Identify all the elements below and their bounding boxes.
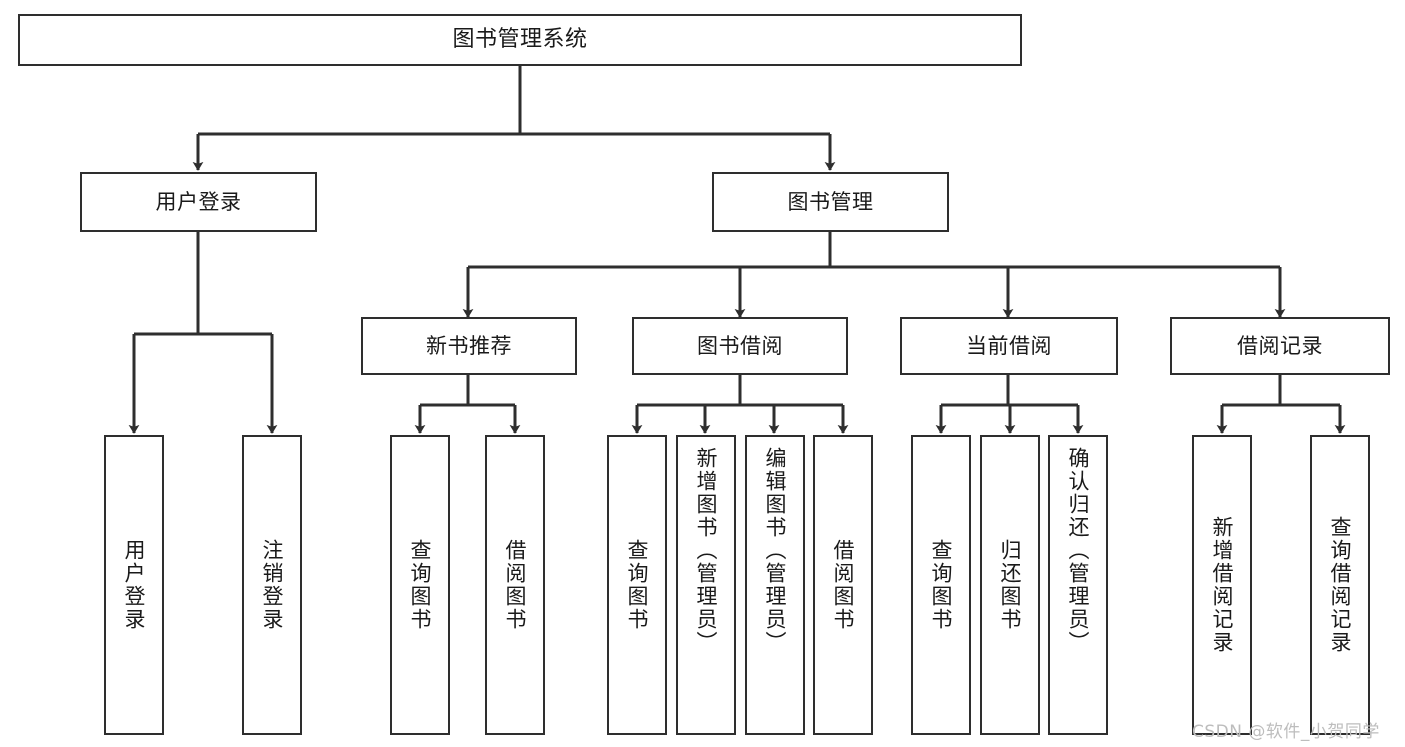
node-current-borrow[interactable]: 当前借阅 [900, 317, 1118, 375]
leaf-current-borrow-return-book[interactable]: 归还图书 [980, 435, 1040, 735]
node-label: 图书管理系统 [452, 27, 588, 53]
leaf-user-login-login[interactable]: 用户登录 [104, 435, 164, 735]
node-label: 确认归还（管理员） [1066, 447, 1091, 654]
leaf-user-login-logout[interactable]: 注销登录 [242, 435, 302, 735]
node-label: 用户登录 [155, 189, 242, 214]
leaf-book-borrow-borrow-book[interactable]: 借阅图书 [813, 435, 873, 735]
node-label: 编辑图书（管理员） [763, 447, 788, 654]
node-label: 查询图书 [408, 539, 433, 631]
csdn-watermark: CSDN @软件_小贺同学 [1192, 722, 1380, 742]
node-label: 用户登录 [122, 539, 147, 631]
leaf-borrow-record-add-record[interactable]: 新增借阅记录 [1192, 435, 1252, 735]
leaf-book-borrow-query-book[interactable]: 查询图书 [607, 435, 667, 735]
node-label: 查询借阅记录 [1328, 516, 1353, 654]
leaf-borrow-record-query-record[interactable]: 查询借阅记录 [1310, 435, 1370, 735]
node-user-login[interactable]: 用户登录 [80, 172, 317, 232]
node-label: 图书借阅 [697, 333, 783, 358]
node-label: 借阅图书 [503, 539, 528, 631]
node-label: 当前借阅 [966, 333, 1052, 358]
node-borrow-record[interactable]: 借阅记录 [1170, 317, 1390, 375]
node-label: 新增借阅记录 [1210, 516, 1235, 654]
leaf-new-book-borrow-book[interactable]: 借阅图书 [485, 435, 545, 735]
node-label: 图书管理 [787, 189, 874, 214]
node-label: 新书推荐 [426, 333, 512, 358]
leaf-new-book-query-book[interactable]: 查询图书 [390, 435, 450, 735]
node-root-book-management-system[interactable]: 图书管理系统 [18, 14, 1022, 66]
node-label: 注销登录 [260, 539, 285, 631]
node-label: 查询图书 [929, 539, 954, 631]
node-label: 借阅图书 [831, 539, 856, 631]
node-label: 借阅记录 [1237, 333, 1323, 358]
leaf-current-borrow-confirm-return-admin[interactable]: 确认归还（管理员） [1048, 435, 1108, 735]
leaf-current-borrow-query-book[interactable]: 查询图书 [911, 435, 971, 735]
node-book-management[interactable]: 图书管理 [712, 172, 949, 232]
leaf-book-borrow-edit-book-admin[interactable]: 编辑图书（管理员） [745, 435, 805, 735]
node-new-book-recommend[interactable]: 新书推荐 [361, 317, 577, 375]
leaf-book-borrow-add-book-admin[interactable]: 新增图书（管理员） [676, 435, 736, 735]
node-label: 归还图书 [998, 539, 1023, 631]
node-label: 查询图书 [625, 539, 650, 631]
node-label: 新增图书（管理员） [694, 447, 719, 654]
node-book-borrow[interactable]: 图书借阅 [632, 317, 848, 375]
